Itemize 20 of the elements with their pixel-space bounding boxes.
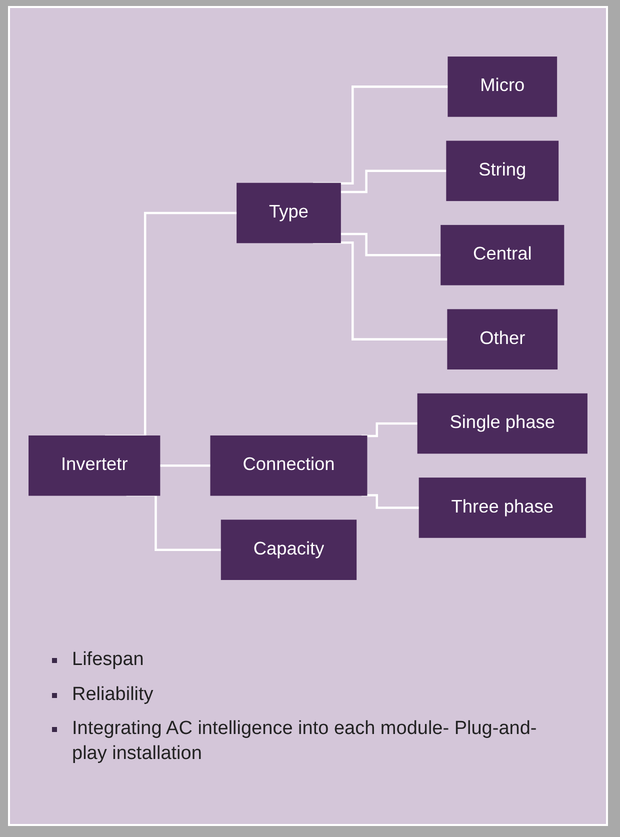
tree-diagram: Invertetr Type Connection Capacity Micro String Central Other Single phase Three phase (20, 48, 596, 588)
connector (160, 464, 211, 466)
connector (340, 170, 447, 193)
connector (362, 494, 420, 509)
node-box (440, 224, 564, 285)
bullet-text: Integrating AC intelligence into each module- Plug-and-play installation (72, 718, 537, 764)
node-box (220, 519, 357, 580)
node-box (210, 435, 368, 496)
node-box (448, 56, 558, 117)
connector (340, 232, 442, 256)
connector (313, 241, 448, 340)
node-box (446, 140, 559, 201)
node-box (447, 308, 558, 370)
bullet-text: Lifespan (72, 649, 144, 670)
node-box (28, 435, 160, 496)
connector (126, 494, 222, 551)
node-box (418, 477, 586, 538)
bullet-text: Reliability (72, 684, 154, 705)
node-box (417, 393, 588, 454)
node-box (236, 182, 341, 243)
